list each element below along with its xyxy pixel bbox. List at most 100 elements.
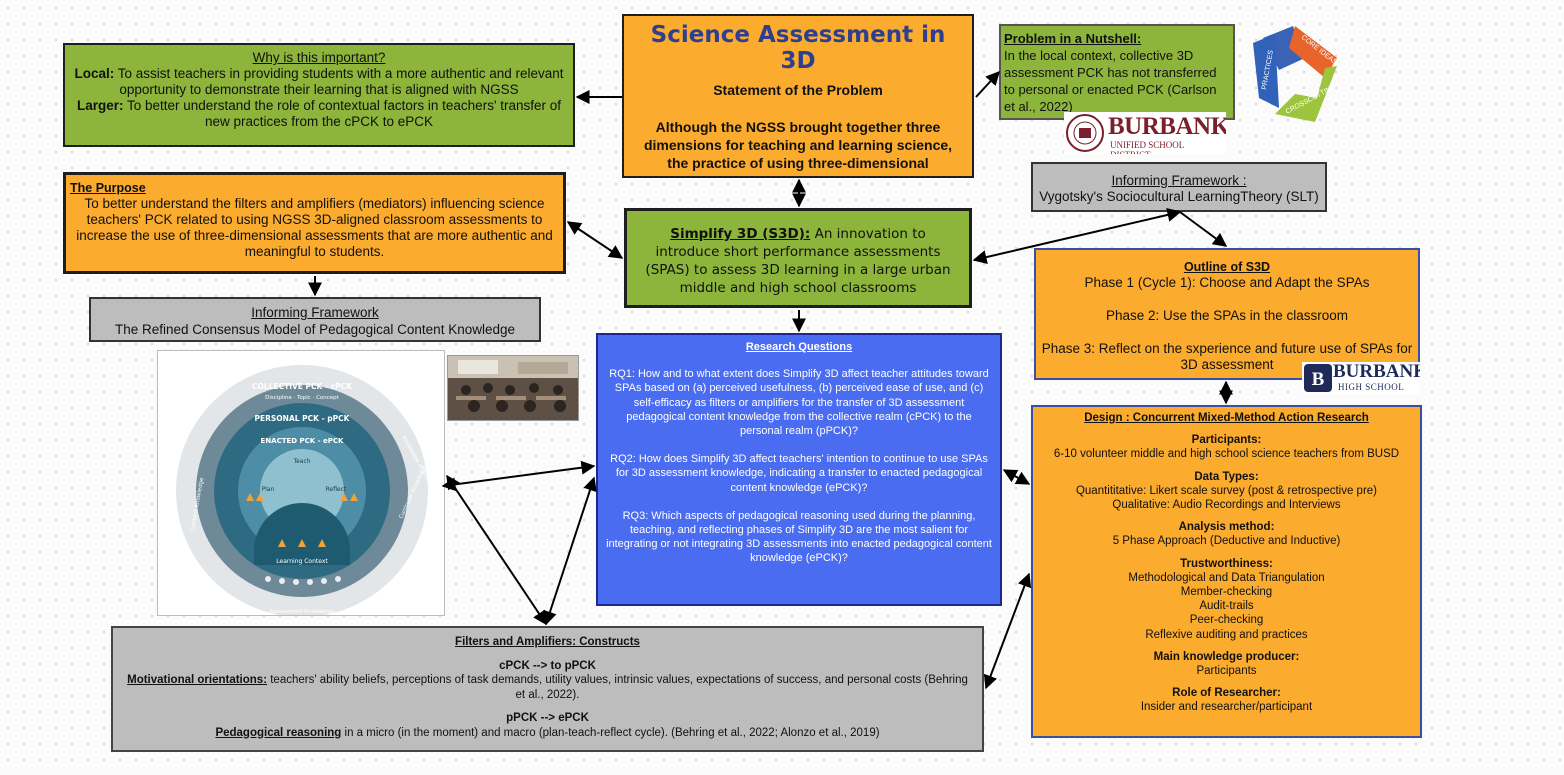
- analysis-label: Analysis method:: [1178, 521, 1275, 534]
- role-text: Insider and researcher/participant: [1140, 701, 1313, 714]
- motivational-body: teachers' ability beliefs, perceptions o…: [267, 674, 968, 701]
- burbank-usd-logo: BURBANK UNIFIED SCHOOL DISTRICT: [1064, 112, 1226, 154]
- producer-label: Main knowledge producer:: [1153, 650, 1300, 663]
- motivational-label: Motivational orientations:: [127, 674, 268, 686]
- bulldog-icon: B: [1304, 364, 1332, 392]
- local-text: To assist teachers in providing students…: [114, 66, 564, 97]
- arrow-rq-filters: [543, 476, 597, 626]
- framework-slt-box: Informing Framework : Vygotsky's Sociocu…: [1031, 162, 1327, 212]
- analysis-text: 5 Phase Approach (Deductive and Inductiv…: [1112, 535, 1341, 548]
- framework-rcm-box: Informing Framework The Refined Consensu…: [89, 297, 541, 342]
- producer-text: Participants: [1196, 665, 1257, 678]
- learning-context-label: Learning Context: [276, 558, 328, 565]
- research-questions-box: Research Questions RQ1: How and to what …: [596, 333, 1002, 606]
- district-seal-icon: [1066, 114, 1104, 152]
- epck-label: ENACTED PCK - ePCK: [261, 437, 344, 445]
- trust-label: Trustworthiness:: [1180, 557, 1273, 570]
- nutshell-heading: Problem in a Nutshell:: [1004, 31, 1142, 46]
- larger-text: To better understand the role of context…: [123, 98, 562, 129]
- district-sub: UNIFIED SCHOOL DISTRICT: [1110, 140, 1184, 154]
- design-box: Design : Concurrent Mixed-Method Action …: [1031, 405, 1422, 738]
- filters-sub2: pPCK --> ePCK: [506, 712, 589, 724]
- trust-item: Audit-trails: [1199, 600, 1254, 613]
- svg-text:B: B: [1312, 369, 1325, 390]
- crosscutting-segment: [1275, 66, 1337, 122]
- filters-box: Filters and Amplifiers: Constructs cPCK …: [111, 626, 984, 752]
- s3d-body: An innovation to introduce short perform…: [645, 226, 951, 296]
- pedagogical-text: Pedagogical reasoning in a micro (in the…: [121, 726, 974, 741]
- phase-3: Phase 3: Reflect on the sxperience and f…: [1041, 341, 1413, 372]
- rcm-diagram: COLLECTIVE PCK - cPCK Discipline · Topic…: [157, 350, 445, 616]
- cpck-label: COLLECTIVE PCK - cPCK: [252, 382, 353, 391]
- trust-item: Member-checking: [1180, 586, 1273, 599]
- plan-label: Plan: [262, 486, 275, 493]
- pedagogical-label: Pedagogical reasoning: [215, 726, 342, 739]
- rcm-heading: Informing Framework: [251, 305, 379, 320]
- outline-box: Outline of S3D Phase 1 (Cycle 1): Choose…: [1034, 248, 1420, 380]
- problem-subheading: Statement of the Problem: [713, 82, 883, 98]
- slt-body: Vygotsky's Sociocultural LearningTheory …: [1039, 189, 1319, 204]
- trust-item: Peer-checking: [1189, 614, 1264, 627]
- arrow-title-to-nutshell: [975, 70, 1000, 98]
- purpose-heading: The Purpose: [70, 181, 146, 195]
- trust-item: Methodological and Data Triangulation: [1128, 571, 1325, 584]
- purpose-box: The Purpose To better understand the fil…: [63, 172, 566, 274]
- data-types-label: Data Types:: [1194, 470, 1259, 483]
- why-local: Local: To assist teachers in providing s…: [73, 66, 565, 98]
- arrow-slt-outline: [1179, 211, 1228, 247]
- practices-segment: [1253, 34, 1279, 108]
- arrow-purpose-s3d: [566, 221, 624, 259]
- outline-heading: Outline of S3D: [1183, 260, 1271, 274]
- ngss-3d-logo: PRACTICES CORE IDEAS CROSSCUTTING: [1245, 18, 1345, 128]
- why-heading: Why is this important?: [252, 50, 386, 65]
- burbank-hs-logo: B BURBANK HIGH SCHOOL: [1302, 362, 1420, 394]
- phase-2: Phase 2: Use the SPAs in the classroom: [1105, 308, 1349, 323]
- filters-sub1: cPCK --> to pPCK: [499, 659, 596, 672]
- local-label: Local:: [74, 66, 115, 81]
- participants-text: 6-10 volunteer middle and high school sc…: [1053, 448, 1400, 461]
- rq-1: RQ1: How and to what extent does Simplif…: [609, 368, 989, 438]
- ppck-label: PERSONAL PCK - pPCK: [255, 414, 351, 423]
- arrow-rcm-filters: [446, 474, 547, 626]
- s3d-box: Simplify 3D (S3D): An innovation to intr…: [624, 208, 972, 308]
- rq-heading: Research Questions: [745, 341, 853, 353]
- pedagogical-body: in a micro (in the moment) and macro (pl…: [341, 726, 880, 739]
- teach-label: Teach: [292, 458, 310, 465]
- problem-body: Although the NGSS brought together three…: [635, 119, 961, 176]
- rq-2: RQ2: How does Simplify 3D affect teacher…: [610, 453, 988, 494]
- reflect-label: Reflect: [326, 486, 347, 493]
- rcm-body: The Refined Consensus Model of Pedagogic…: [114, 322, 515, 337]
- classroom-photo: [447, 355, 579, 421]
- core-ideas-segment: [1289, 26, 1337, 78]
- data-quant: Quantititative: Likert scale survey (pos…: [1075, 484, 1378, 497]
- district-name: BURBANK: [1108, 113, 1226, 140]
- triangles-row: [246, 493, 358, 547]
- arrow-rcm-rq: [441, 460, 596, 492]
- arrow-rq-design: [1002, 469, 1031, 485]
- assessment-knowledge-label: Assessment Knowledge: [270, 609, 336, 615]
- rq-3: RQ3: Which aspects of pedagogical reason…: [606, 509, 992, 565]
- nutshell-box: Problem in a Nutshell: In the local cont…: [999, 24, 1235, 120]
- participants-label: Participants:: [1191, 434, 1262, 447]
- problem-statement-box: Science Assessment in 3D Statement of th…: [622, 14, 974, 178]
- s3d-label: Simplify 3D (S3D):: [670, 226, 811, 242]
- motivational-text: Motivational orientations: teachers' abi…: [121, 673, 974, 702]
- why-important-box: Why is this important? Local: To assist …: [63, 43, 575, 147]
- larger-label: Larger:: [76, 98, 124, 113]
- trust-item: Reflexive auditing and practices: [1145, 628, 1308, 641]
- pedagogical-knowledge-label: Pedagogical Knowledge: [358, 371, 424, 377]
- why-larger: Larger: To better understand the role of…: [73, 98, 565, 130]
- design-heading: Design : Concurrent Mixed-Method Action …: [1084, 412, 1369, 424]
- hs-name: BURBANK: [1333, 362, 1420, 382]
- filters-heading: Filters and Amplifiers: Constructs: [455, 636, 640, 648]
- page-title: Science Assessment in 3D: [650, 22, 946, 74]
- students-row: [265, 576, 341, 585]
- hs-sub: HIGH SCHOOL: [1338, 382, 1405, 392]
- discipline-label: Discipline · Topic · Concept: [265, 395, 340, 401]
- data-qual: Qualitative: Audio Recordings and Interv…: [1112, 499, 1341, 512]
- learning-context-shape: [254, 503, 350, 565]
- role-label: Role of Researcher:: [1172, 687, 1281, 700]
- nutshell-body: In the local context, collective 3D asse…: [1004, 48, 1217, 114]
- purpose-body: To better understand the filters and amp…: [76, 196, 553, 259]
- phase-1: Phase 1 (Cycle 1): Choose and Adapt the …: [1084, 275, 1370, 290]
